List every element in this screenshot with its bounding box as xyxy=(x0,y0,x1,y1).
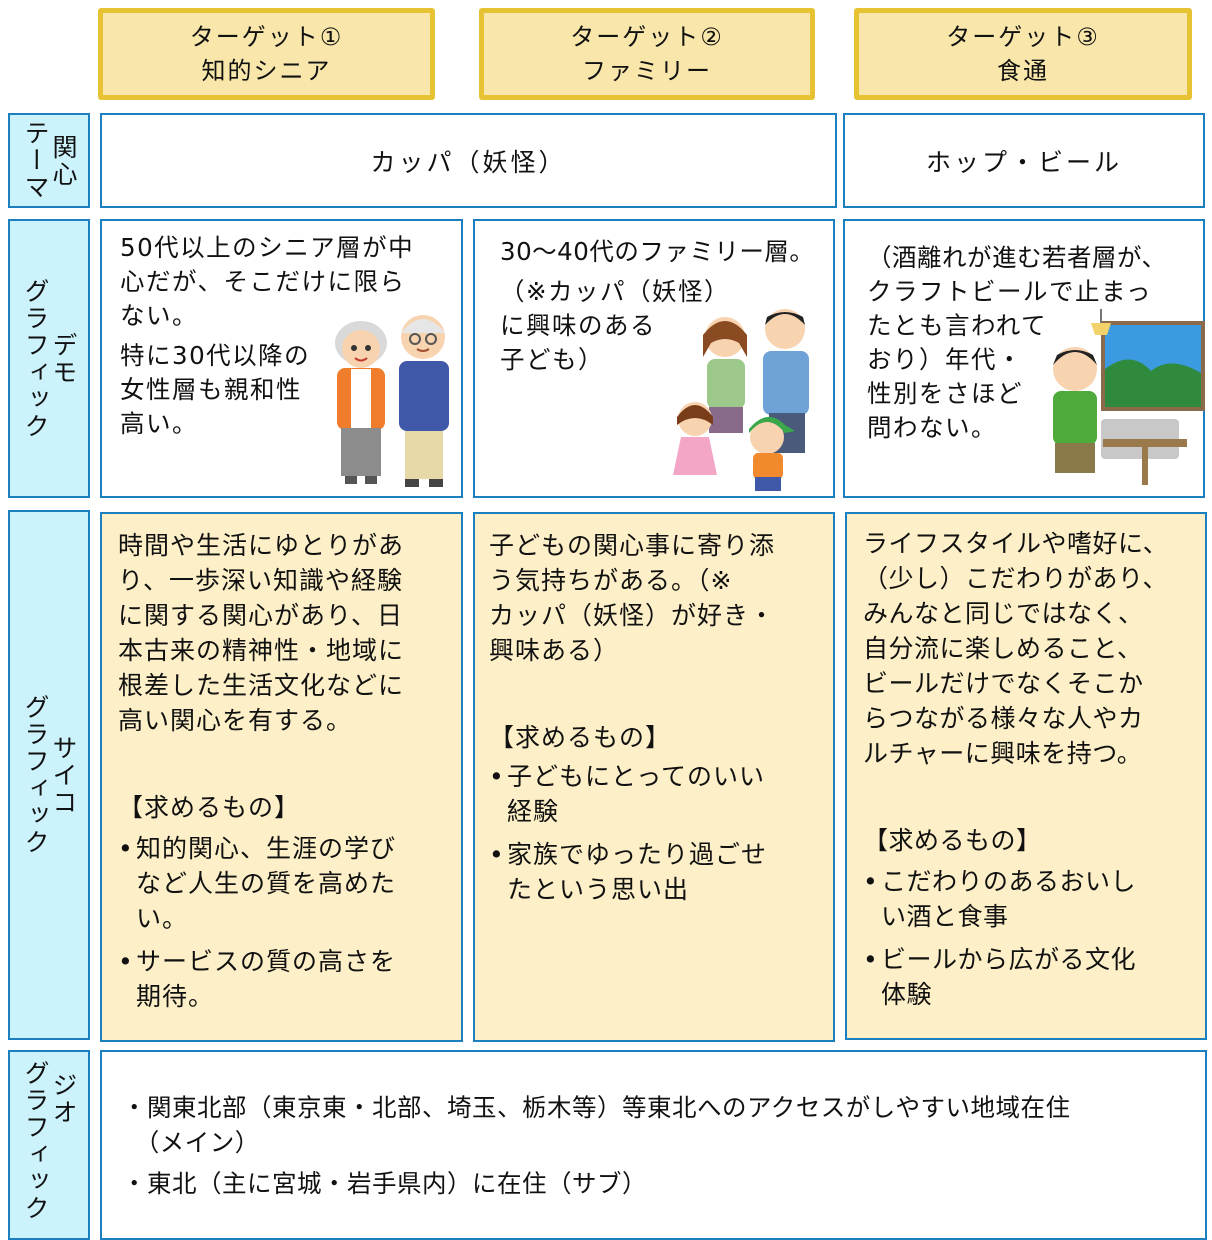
bullet-line: 家族でゆったり過ごせ xyxy=(507,840,768,869)
bullet-dot: • xyxy=(118,834,134,863)
bullet-line: 体験 xyxy=(881,980,933,1009)
target-3-title: ターゲット③ xyxy=(946,23,1100,51)
demo-text-line: 50代以上のシニア層が中 xyxy=(120,233,415,262)
target-1-header: ターゲット① 知的シニア xyxy=(98,8,435,100)
psycho-text-line: みんなと同じではなく、 xyxy=(863,599,1144,628)
psycho-text-line: う気持ちがある。（※ xyxy=(489,566,733,595)
demo-text-line: （※カッパ（妖怪） xyxy=(500,277,731,306)
target-2-title: ターゲット② xyxy=(570,23,724,51)
geo-text-line: ・東北（主に宮城・岩手県内）に在住（サブ） xyxy=(122,1169,647,1198)
interest-theme-targets-1-2: カッパ（妖怪） xyxy=(100,113,837,208)
bullet-dot: • xyxy=(489,840,505,869)
target-1-title: ターゲット① xyxy=(189,23,344,51)
psycho-text-line: 子どもの関心事に寄り添 xyxy=(489,531,776,560)
psycho-text-line: 高い関心を有する。 xyxy=(118,706,353,735)
bullet-line: サービスの質の高さを xyxy=(136,947,397,976)
senior-couple-illustration xyxy=(335,315,449,487)
bullet-dot: • xyxy=(489,762,505,791)
demo-text-line: 問わない。 xyxy=(867,413,997,442)
demo-text-line: おり）年代・ xyxy=(867,345,1023,374)
psychographic-target-1: 時間や生活にゆとりがあ り、一歩深い知識や経験 に関する関心があり、日 本古来の… xyxy=(100,512,463,1042)
demo-text-line: 特に30代以降の xyxy=(120,341,311,370)
psycho-text-line: 自分流に楽しめること、 xyxy=(863,634,1143,663)
demo-text-line: クラフトビールで止まっ xyxy=(867,277,1153,306)
target-3-name: 食通 xyxy=(997,57,1049,85)
demo-text-line: 心だが、そこだけに限ら xyxy=(120,267,406,296)
interest-theme-target-3: ホップ・ビール xyxy=(843,113,1205,208)
demo-text-line: に興味のある xyxy=(500,311,656,340)
psycho-text-line: に関する関心があり、日 xyxy=(118,601,404,630)
bullet-line: 知的関心、生涯の学び xyxy=(136,834,397,863)
row-label-part: グラフィック xyxy=(21,277,50,440)
bullet-line: 期待。 xyxy=(136,982,215,1011)
row-label-part: デモ xyxy=(49,331,78,386)
row-label-part: テーマ xyxy=(21,120,50,201)
psychographic-target-2: 子どもの関心事に寄り添 う気持ちがある。（※ カッパ（妖怪）が好き・ 興味ある）… xyxy=(473,512,835,1042)
demo-text-line: 女性層も親和性 xyxy=(120,375,302,404)
psychographic-target-3: ライフスタイルや嗜好に、 （少し）こだわりがあり、 みんなと同じではなく、 自分… xyxy=(845,512,1207,1040)
row-label-geographic: ジオ グラフィック xyxy=(8,1050,90,1240)
bullet-line: 経験 xyxy=(507,797,560,826)
demo-text-line: 子ども） xyxy=(500,345,604,374)
needs-bullet: • 知的関心、生涯の学び など人生の質を高めた い。 xyxy=(118,831,458,936)
bullet-line: こだわりのあるおいし xyxy=(881,867,1137,896)
psycho-text-line: 本古来の精神性・地域に xyxy=(118,636,405,665)
bullet-line: など人生の質を高めた xyxy=(136,869,397,898)
row-label-part: グラフィック xyxy=(21,1060,50,1222)
needs-bullet: • 家族でゆったり過ごせ たという思い出 xyxy=(489,837,833,907)
bullet-line: ビールから広がる文化 xyxy=(881,945,1137,974)
row-label-part: サイコ xyxy=(49,734,78,816)
geographic-all-targets: ・関東北部（東京東・北部、埼玉、栃木等）等東北へのアクセスがしやすい地域在住 （… xyxy=(100,1050,1207,1240)
demographic-target-1: 50代以上のシニア層が中 心だが、そこだけに限ら ない。 特に30代以降の 女性… xyxy=(100,219,463,498)
psycho-text-line: 根差した生活文化などに xyxy=(118,671,405,700)
needs-bullet: • 子どもにとってのいい 経験 xyxy=(489,759,833,829)
psycho-text-line: り、一歩深い知識や経験 xyxy=(118,566,404,595)
demographic-target-3: （酒離れが進む若者層が、 クラフトビールで止まっ たとも言われて おり）年代・ … xyxy=(843,219,1205,498)
target-1-name: 知的シニア xyxy=(201,57,332,85)
psycho-text-line: （少し）こだわりがあり、 xyxy=(863,564,1169,593)
target-3-header: ターゲット③ 食通 xyxy=(854,8,1192,100)
row-label-psychographic: サイコ グラフィック xyxy=(8,510,90,1040)
demo-text-line: ない。 xyxy=(120,301,198,330)
psycho-text-line: カッパ（妖怪）が好き・ xyxy=(489,601,776,630)
row-label-part: グラフィック xyxy=(21,694,50,856)
man-at-laptop-illustration xyxy=(1053,309,1205,485)
geo-text-line: ・関東北部（東京東・北部、埼玉、栃木等）等東北へのアクセスがしやすい地域在住 xyxy=(122,1093,1071,1122)
bullet-line: 子どもにとってのいい xyxy=(507,762,766,791)
needs-heading: 【求めるもの】 xyxy=(489,723,672,752)
family-illustration xyxy=(673,309,809,491)
bullet-line: い酒と食事 xyxy=(881,902,1009,931)
geo-text-line: （メイン） xyxy=(122,1128,260,1157)
bullet-dot: • xyxy=(863,945,879,974)
psycho-text-line: ルチャーに興味を持つ。 xyxy=(863,739,1143,768)
needs-heading: 【求めるもの】 xyxy=(118,793,301,822)
needs-heading: 【求めるもの】 xyxy=(863,826,1042,855)
interest-theme-hop-beer: ホップ・ビール xyxy=(925,147,1122,177)
row-label-demographic: デモ グラフィック xyxy=(8,219,90,498)
needs-bullet: • こだわりのあるおいし い酒と食事 xyxy=(863,864,1207,934)
psycho-text-line: ライフスタイルや嗜好に、 xyxy=(863,529,1169,558)
bullet-line: い。 xyxy=(136,904,189,933)
target-2-header: ターゲット② ファミリー xyxy=(479,8,815,100)
row-label-interest-theme: 関心 テーマ xyxy=(8,113,90,208)
demo-text-line: たとも言われて xyxy=(867,311,1048,340)
psycho-text-line: らつながる様々な人やカ xyxy=(863,704,1144,733)
psycho-text-line: ビールだけでなくそこか xyxy=(863,669,1144,698)
bullet-dot: • xyxy=(118,947,134,976)
row-label-part: 関心 xyxy=(49,133,78,188)
demo-text-line: （酒離れが進む若者層が、 xyxy=(867,243,1167,272)
needs-bullet: • ビールから広がる文化 体験 xyxy=(863,942,1207,1012)
demo-text-line: 性別をさほど xyxy=(867,379,1023,408)
psycho-text-line: 興味ある） xyxy=(489,636,620,665)
target-2-name: ファミリー xyxy=(582,57,712,85)
demo-text-line: 30～40代のファミリー層。 xyxy=(500,237,815,266)
bullet-dot: • xyxy=(863,867,879,896)
needs-bullet: • サービスの質の高さを 期待。 xyxy=(118,944,458,1014)
demographic-target-2: 30～40代のファミリー層。 （※カッパ（妖怪） に興味のある 子ども） xyxy=(473,219,835,498)
bullet-line: たという思い出 xyxy=(507,875,690,904)
row-label-part: ジオ xyxy=(49,1072,78,1126)
psycho-text-line: 時間や生活にゆとりがあ xyxy=(118,531,405,560)
demo-text-line: 高い。 xyxy=(120,409,198,438)
interest-theme-kappa: カッパ（妖怪） xyxy=(370,147,567,177)
